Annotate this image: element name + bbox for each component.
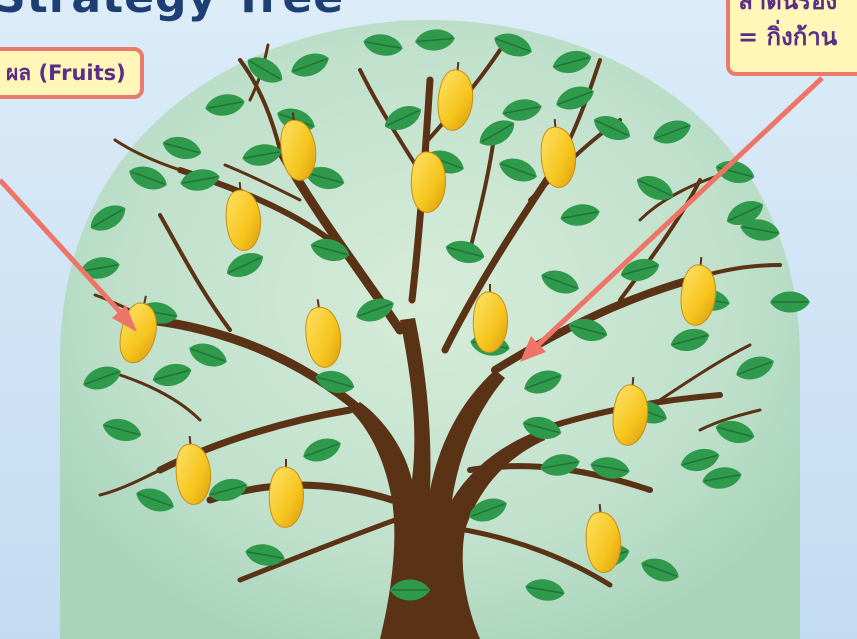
branch-callout-line2: = กิ่งก้าน <box>738 22 857 52</box>
branch-callout-line1: ลำต้นรอง <box>738 0 857 14</box>
page-title: Strategy Tree <box>0 0 344 23</box>
branch-callout: ลำต้นรอง = กิ่งก้าน <box>726 0 857 76</box>
fruits-callout-label: ผล (Fruits) <box>6 61 126 85</box>
fruits-callout: ผล (Fruits) <box>0 47 144 99</box>
